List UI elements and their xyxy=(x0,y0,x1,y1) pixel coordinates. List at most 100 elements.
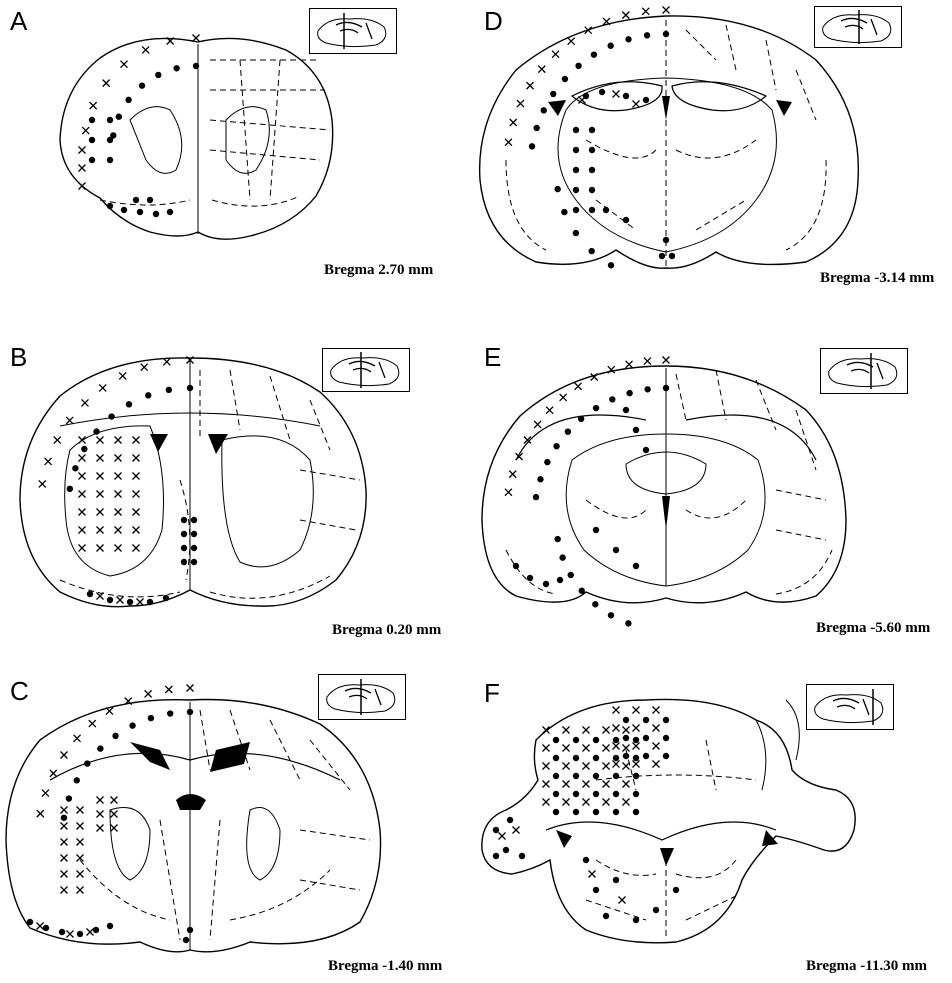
filled-circle-marker xyxy=(108,413,114,419)
marker-group-e xyxy=(505,357,670,627)
filled-circle-marker xyxy=(167,209,173,215)
cross-marker xyxy=(77,823,84,830)
filled-circle-marker xyxy=(527,575,533,581)
cross-marker xyxy=(111,797,118,804)
cross-marker xyxy=(653,725,660,732)
cross-marker xyxy=(60,752,67,759)
cross-marker xyxy=(509,471,516,478)
filled-circle-marker xyxy=(573,167,579,173)
coronal-section-e xyxy=(476,330,952,650)
coronal-section-f xyxy=(476,660,952,983)
filled-circle-marker xyxy=(562,76,568,82)
filled-circle-marker xyxy=(139,82,145,88)
filled-circle-marker xyxy=(643,753,649,759)
filled-circle-marker xyxy=(608,612,614,618)
filled-circle-marker xyxy=(145,392,151,398)
filled-circle-marker xyxy=(573,127,579,133)
filled-circle-marker xyxy=(181,545,187,551)
cross-marker xyxy=(61,823,68,830)
cross-marker xyxy=(115,455,122,462)
cross-marker xyxy=(54,437,61,444)
cross-marker xyxy=(79,147,86,154)
filled-circle-marker xyxy=(72,465,78,471)
cross-marker xyxy=(79,455,86,462)
cross-marker xyxy=(79,491,86,498)
cross-marker xyxy=(622,12,629,19)
bregma-label-a: Bregma 2.70 mm xyxy=(324,262,433,279)
cross-marker xyxy=(527,82,534,89)
filled-circle-marker xyxy=(573,773,579,779)
cross-marker xyxy=(560,394,567,401)
filled-circle-marker xyxy=(609,396,615,402)
filled-circle-marker xyxy=(107,597,113,603)
filled-circle-marker xyxy=(613,737,619,743)
cross-marker xyxy=(133,455,140,462)
filled-circle-marker xyxy=(541,107,547,113)
filled-circle-marker xyxy=(537,476,543,482)
filled-circle-marker xyxy=(107,117,113,123)
cross-marker xyxy=(543,763,550,770)
filled-circle-marker xyxy=(89,157,95,163)
cross-marker xyxy=(42,790,49,797)
filled-circle-marker xyxy=(561,209,567,215)
cross-marker xyxy=(79,473,86,480)
cross-marker xyxy=(111,825,118,832)
filled-circle-marker xyxy=(633,773,639,779)
cross-marker xyxy=(546,407,553,414)
filled-circle-marker xyxy=(589,207,595,213)
cross-marker xyxy=(552,51,559,58)
cross-marker xyxy=(653,743,660,750)
filled-circle-marker xyxy=(507,817,513,823)
filled-circle-marker xyxy=(623,717,629,723)
filled-circle-marker xyxy=(633,737,639,743)
filled-circle-marker xyxy=(613,773,619,779)
cross-marker xyxy=(79,437,86,444)
filled-circle-marker xyxy=(625,620,631,626)
filled-circle-marker xyxy=(623,93,629,99)
cross-marker xyxy=(642,8,649,15)
panel-a: A Bregma 2.70 mm xyxy=(0,0,470,300)
cross-marker xyxy=(603,763,610,770)
cross-marker xyxy=(619,897,626,904)
filled-circle-marker xyxy=(625,36,631,42)
cross-marker xyxy=(603,781,610,788)
cross-marker xyxy=(613,761,620,768)
cross-marker xyxy=(67,931,74,938)
cross-marker xyxy=(165,686,172,693)
filled-circle-marker xyxy=(663,237,669,243)
marker-group-f xyxy=(493,707,679,924)
cross-marker xyxy=(591,374,598,381)
cross-marker xyxy=(133,491,140,498)
filled-circle-marker xyxy=(97,745,103,751)
filled-circle-marker xyxy=(503,847,509,853)
filled-circle-marker xyxy=(191,559,197,565)
filled-circle-marker xyxy=(553,773,559,779)
filled-circle-marker xyxy=(187,927,193,933)
cross-marker xyxy=(97,825,104,832)
filled-circle-marker xyxy=(554,186,560,192)
filled-circle-marker xyxy=(183,937,189,943)
filled-circle-marker xyxy=(644,32,650,38)
cross-marker xyxy=(79,165,86,172)
filled-circle-marker xyxy=(187,385,193,391)
filled-circle-marker xyxy=(573,147,579,153)
cross-marker xyxy=(50,770,57,777)
cross-marker xyxy=(115,545,122,552)
filled-circle-marker xyxy=(66,795,72,801)
filled-circle-marker xyxy=(593,809,599,815)
cross-marker xyxy=(97,473,104,480)
filled-circle-marker xyxy=(573,809,579,815)
cross-marker xyxy=(97,455,104,462)
bregma-label-c: Bregma -1.40 mm xyxy=(328,958,442,975)
cross-marker xyxy=(61,839,68,846)
filled-circle-marker xyxy=(633,755,639,761)
filled-circle-marker xyxy=(643,717,649,723)
cross-marker xyxy=(613,707,620,714)
filled-circle-marker xyxy=(81,446,87,452)
cross-marker xyxy=(141,364,148,371)
marker-group-a xyxy=(79,35,200,218)
filled-circle-marker xyxy=(578,416,584,422)
cross-marker xyxy=(583,727,590,734)
cross-marker xyxy=(193,35,200,42)
cross-marker xyxy=(117,597,124,604)
